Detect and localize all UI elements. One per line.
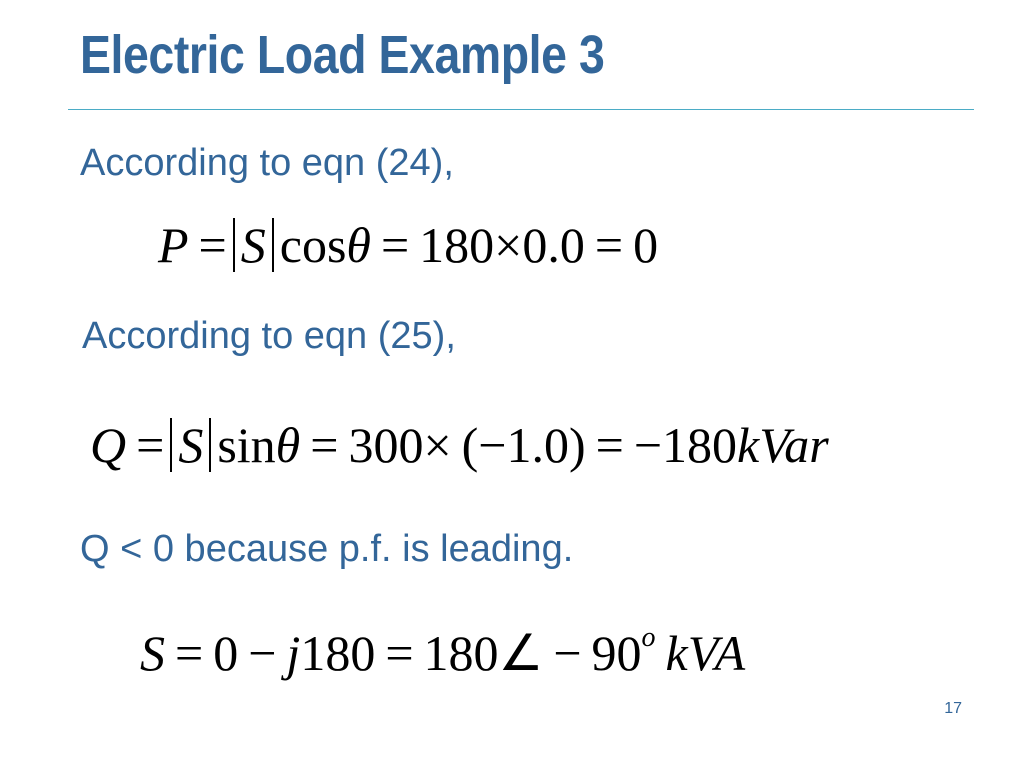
- page-number: 17: [944, 700, 962, 717]
- text-line-3: Q < 0 because p.f. is leading.: [80, 528, 574, 570]
- text-line-1: According to eqn (24),: [80, 142, 454, 184]
- title-divider: [68, 109, 974, 110]
- slide-title: Electric Load Example 3: [80, 25, 605, 85]
- text-line-2: According to eqn (25),: [82, 315, 456, 357]
